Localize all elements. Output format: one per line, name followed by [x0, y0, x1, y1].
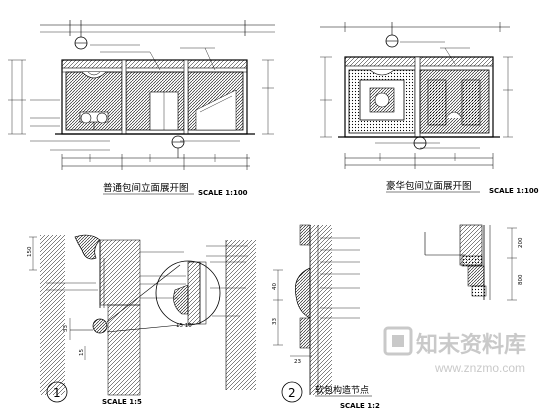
watermark: 知末资料库 www.znzmo.com	[383, 326, 526, 375]
detail-two-scale: SCALE 1:2	[340, 402, 380, 410]
section-marker-top-right	[385, 22, 399, 48]
right-elevation-title: 豪华包间立面展开图	[386, 180, 472, 192]
left-elevation: 普通包间立面展开图 SCALE 1:100	[8, 20, 275, 197]
detail-three-dim-b: 800	[518, 274, 524, 285]
watermark-brand: 知末资料库	[416, 332, 526, 358]
detail-one-dim-c: 15 10	[176, 323, 192, 329]
detail-one-number: 1	[53, 386, 61, 400]
watermark-url: www.znzmo.com	[434, 361, 525, 375]
detail-two-title: 软包构造节点	[315, 384, 369, 396]
detail-one: 150 33 15 15 10 1 SCALE 1:5	[27, 234, 256, 406]
detail-two-dim-b: 33	[272, 318, 278, 325]
detail-three: 200 800	[424, 224, 524, 301]
section-marker-bottom-left	[171, 135, 185, 158]
detail-one-dim-b: 15	[79, 349, 85, 356]
section-marker-top-left	[74, 20, 88, 50]
right-elevation: 豪华包间立面展开图 SCALE 1:100	[320, 22, 539, 195]
detail-two: 40 33 23 2 软包构造节点 SCALE 1:2	[272, 224, 380, 410]
detail-one-dim-a: 33	[63, 325, 69, 332]
detail-three-dim-a: 200	[518, 237, 524, 248]
left-elevation-title: 普通包间立面展开图	[103, 182, 189, 194]
left-elevation-scale: SCALE 1:100	[198, 189, 248, 197]
detail-two-dim-a: 40	[272, 283, 278, 290]
detail-one-dim-left: 150	[27, 246, 33, 257]
right-elevation-scale: SCALE 1:100	[489, 187, 539, 195]
detail-one-scale: SCALE 1:5	[102, 398, 142, 406]
detail-two-dim-c: 23	[294, 359, 301, 365]
detail-two-number: 2	[288, 386, 296, 400]
section-marker-bottom-right	[413, 136, 427, 150]
